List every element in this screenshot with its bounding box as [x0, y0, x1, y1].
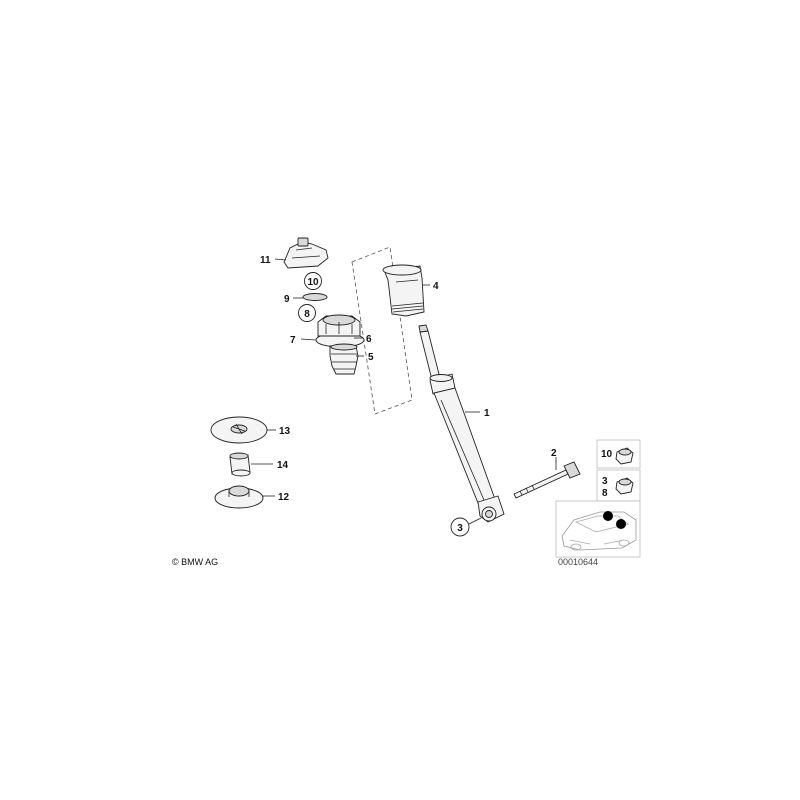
- callout-circle-3: [450, 517, 470, 537]
- vehicle-inset-box: [555, 500, 641, 558]
- part-13-plate: [210, 416, 268, 444]
- part-5-bump-stop: [329, 343, 359, 375]
- callout-4: 4: [433, 281, 439, 292]
- callout-7: 7: [290, 335, 296, 346]
- callout-3: 3: [457, 523, 463, 534]
- diagram-number: 00010644: [558, 557, 598, 567]
- part-9-washer: [302, 293, 328, 301]
- callout-14: 14: [277, 460, 289, 471]
- callout-9: 9: [284, 294, 290, 305]
- car-icon: [561, 511, 637, 551]
- part-2-bolt: [513, 461, 581, 499]
- callout-8: 8: [304, 309, 310, 320]
- nut-icon-2: [615, 477, 634, 495]
- callout-13: 13: [279, 426, 291, 437]
- part-12-lower-plate: [214, 485, 264, 509]
- legend-label-10: 10: [601, 449, 613, 460]
- part-14-bushing: [229, 452, 251, 477]
- part-11-cap: [283, 237, 329, 269]
- part-4-dust-sleeve: [382, 264, 425, 317]
- part-1-shock-absorber: [418, 324, 505, 523]
- callout-5: 5: [368, 352, 374, 363]
- callout-2: 2: [551, 448, 557, 459]
- callout-6: 6: [366, 334, 372, 345]
- callout-12: 12: [278, 492, 290, 503]
- location-dot-upper: [603, 511, 613, 521]
- copyright-label: © BMW AG: [172, 557, 218, 567]
- legend-label-3: 3: [602, 476, 608, 487]
- legend-fasteners: 10 3 8: [596, 439, 641, 502]
- nut-icon: [615, 447, 634, 465]
- vehicle-location-inset: [555, 500, 641, 558]
- callout-circle-10: [304, 272, 322, 290]
- legend-label-8: 8: [602, 488, 608, 499]
- callout-10: 10: [307, 277, 319, 288]
- part-7-upper-mount: [315, 314, 365, 348]
- callout-circle-8: [298, 304, 316, 322]
- callout-1: 1: [484, 408, 490, 419]
- location-dot-lower: [616, 519, 626, 529]
- callout-11: 11: [260, 255, 271, 266]
